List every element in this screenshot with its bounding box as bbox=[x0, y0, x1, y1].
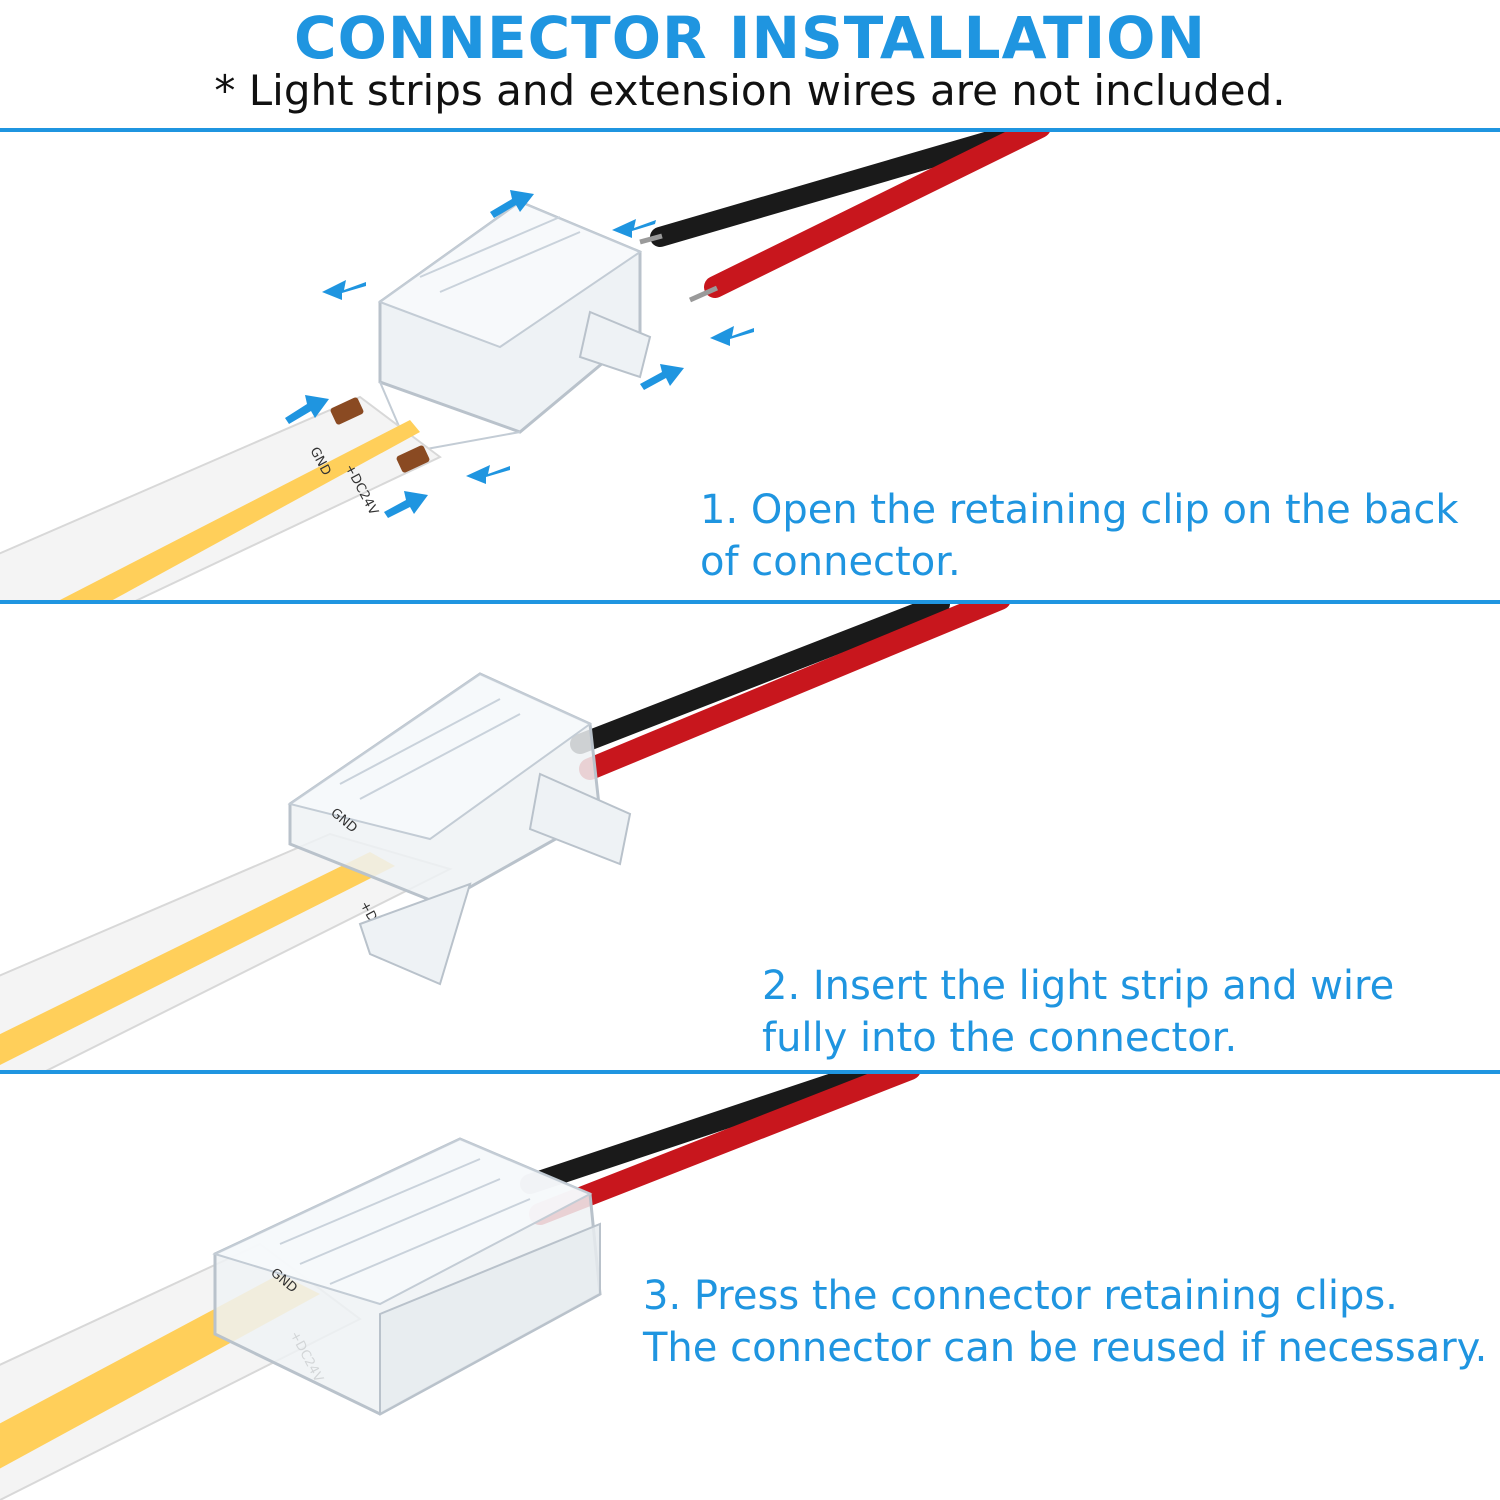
copper-pad-voltage bbox=[396, 445, 430, 473]
step-2-illustration: +DC24V GND bbox=[0, 604, 1010, 1070]
step-1-line-2: of connector. bbox=[700, 539, 961, 585]
light-strip: GND +DC24V bbox=[0, 395, 442, 600]
step-2-line-1: 2. Insert the light strip and wire bbox=[762, 963, 1395, 1009]
connector-open bbox=[377, 200, 652, 454]
arrow-icon bbox=[612, 219, 656, 238]
step-1-illustration: GND +DC24V bbox=[0, 132, 1050, 600]
step-3-line-1: 3. Press the connector retaining clips. bbox=[643, 1273, 1398, 1319]
arrows bbox=[285, 190, 754, 518]
step-2-panel: +DC24V GND 2. Insert the light strip and… bbox=[0, 604, 1500, 1070]
arrow-icon bbox=[285, 395, 329, 424]
arrow-icon bbox=[384, 491, 428, 518]
divider-2 bbox=[0, 1070, 1500, 1074]
connector-locked: GND bbox=[212, 1137, 602, 1416]
arrow-icon bbox=[640, 364, 684, 390]
red-wire bbox=[579, 604, 1010, 780]
arrow-icon bbox=[490, 190, 534, 218]
divider-top bbox=[0, 128, 1500, 132]
copper-pad-gnd bbox=[330, 397, 364, 425]
red-wire bbox=[529, 1074, 920, 1225]
arrow-icon bbox=[322, 280, 366, 300]
red-wire bbox=[704, 132, 1050, 298]
step-3-panel: +DC24V GND 3. Press the connector retain… bbox=[0, 1074, 1500, 1500]
step-1-line-1: 1. Open the retaining clip on the back bbox=[700, 487, 1459, 533]
step-3-line-2: The connector can be reused if necessary… bbox=[643, 1325, 1488, 1371]
step-2-text: 2. Insert the light strip and wire fully… bbox=[762, 960, 1394, 1064]
step-2-line-2: fully into the connector. bbox=[762, 1015, 1238, 1061]
divider-1 bbox=[0, 600, 1500, 604]
step-3-illustration: +DC24V GND bbox=[0, 1074, 920, 1500]
arrow-icon bbox=[710, 326, 754, 346]
step-1-panel: GND +DC24V 1. Open the retaining clip on… bbox=[0, 132, 1500, 600]
black-wire bbox=[570, 604, 950, 754]
arrow-icon bbox=[466, 465, 510, 484]
page-subtitle: * Light strips and extension wires are n… bbox=[214, 66, 1286, 115]
step-3-text: 3. Press the connector retaining clips. … bbox=[643, 1270, 1487, 1374]
header: CONNECTOR INSTALLATION * Light strips an… bbox=[0, 0, 1500, 128]
page-title: CONNECTOR INSTALLATION bbox=[294, 4, 1206, 72]
black-wire bbox=[520, 1074, 870, 1194]
black-wire bbox=[650, 132, 1030, 247]
connector-closed: GND bbox=[287, 672, 632, 986]
step-1-text: 1. Open the retaining clip on the back o… bbox=[700, 484, 1458, 588]
wire-tip-black bbox=[639, 233, 663, 245]
wire-tip-red bbox=[688, 285, 719, 303]
